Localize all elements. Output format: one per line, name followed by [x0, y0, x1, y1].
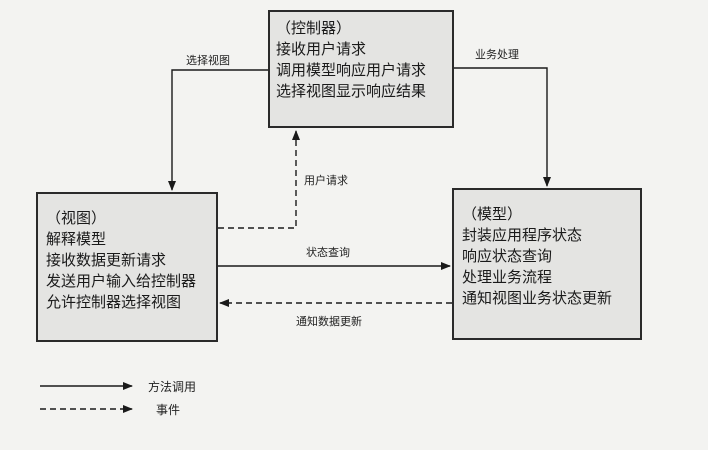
controller-title: （控制器）: [276, 19, 352, 37]
view-title: （视图）: [46, 209, 107, 227]
model-line: 处理业务流程: [462, 268, 553, 286]
controller-box: （控制器） 接收用户请求 调用模型响应用户请求 选择视图显示响应结果: [268, 10, 454, 128]
view-line: 允许控制器选择视图: [46, 293, 182, 311]
controller-line: 调用模型响应用户请求: [276, 61, 427, 79]
view-box: （视图） 解释模型 接收数据更新请求 发送用户输入给控制器 允许控制器选择视图: [36, 192, 218, 342]
label-business-process: 业务处理: [475, 48, 519, 61]
label-select-view: 选择视图: [186, 54, 230, 67]
view-line: 发送用户输入给控制器: [46, 272, 197, 290]
legend-method-call: 方法调用: [148, 380, 197, 394]
model-box: （模型） 封装应用程序状态 响应状态查询 处理业务流程 通知视图业务状态更新: [452, 188, 642, 340]
legend-event: 事件: [156, 403, 181, 417]
controller-line: 选择视图显示响应结果: [276, 82, 427, 100]
label-notify-update: 通知数据更新: [296, 315, 362, 328]
label-user-request: 用户请求: [304, 174, 348, 187]
model-line: 封装应用程序状态: [462, 226, 583, 244]
label-state-query: 状态查询: [306, 246, 350, 259]
view-line: 解释模型: [46, 230, 107, 248]
view-line: 接收数据更新请求: [46, 251, 167, 269]
controller-line: 接收用户请求: [276, 40, 367, 58]
arrow-business-process: [454, 67, 551, 187]
model-line: 通知视图业务状态更新: [462, 289, 613, 307]
model-title: （模型）: [462, 205, 523, 223]
arrow-select-view: [168, 69, 268, 191]
model-line: 响应状态查询: [462, 247, 553, 265]
arrow-user-request: [218, 130, 300, 229]
